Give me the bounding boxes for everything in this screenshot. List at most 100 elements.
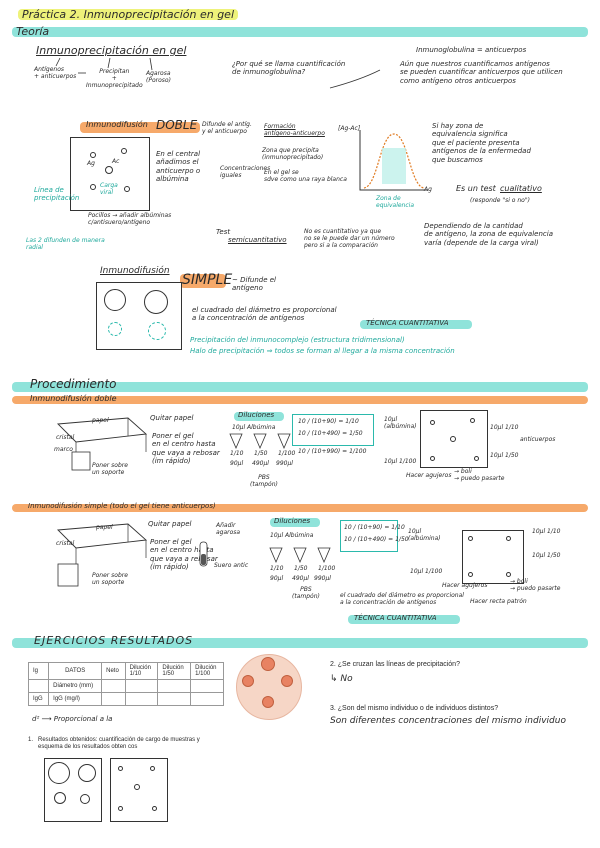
well-top-right <box>121 148 127 154</box>
difunde-antigeno-text: ~ Difunde el antígeno <box>232 276 276 293</box>
albumina-10-label: 10µl Albúmina <box>232 424 275 431</box>
halo-text: Halo de precipitación ⇒ todos se forman … <box>190 347 455 355</box>
simple-halo-4 <box>148 322 166 340</box>
poner-sobre-label: Poner sobre un soporte <box>92 462 128 476</box>
d2-label: 10µl 1/50 <box>490 452 519 459</box>
concentraciones-text: Concentraciones iguales <box>220 165 270 179</box>
well-ag <box>90 152 96 158</box>
q2-text: 2. ¿Se cruzan las líneas de precipitació… <box>330 661 460 669</box>
s-frac-2: 10 / (10+490) = 1/50 <box>344 536 409 543</box>
hacer-agujeros-label: Hacer agujeros <box>406 472 451 479</box>
s-frac-1: 10 / (10+90) = 1/10 <box>344 524 405 531</box>
dependiendo-text: Dependiendo de la cantidad de antígeno, … <box>424 222 553 247</box>
boli-label: → boli → puedo pasarte <box>454 468 504 482</box>
row-diam: Diámetro (mm) <box>49 680 102 693</box>
simple-word: SIMPLE <box>182 272 232 288</box>
simple-halo-2 <box>144 290 168 314</box>
a2-text: ↳ No <box>330 674 353 685</box>
pocillos-text: Pocillos → añadir albúminas c/antisuero/… <box>88 212 171 226</box>
s-amt-3: 990µl <box>314 575 331 582</box>
s-1-10: 10µl 1/10 <box>532 528 561 535</box>
well-bottom-left <box>90 184 96 190</box>
ex2-well-2 <box>150 766 155 771</box>
ex-halo-3 <box>54 792 66 804</box>
s-albumina2: 10µl (albúmina) <box>408 528 441 542</box>
ex2-well-4 <box>118 806 123 811</box>
albumina-10-label-b: 10µl (albúmina) <box>384 416 417 430</box>
col-d10: Dilución 1/10 <box>125 663 158 680</box>
agarosa-text: Agarosa (Poroso) <box>146 70 171 84</box>
well-center <box>105 166 113 174</box>
central-text: En el central añadimos el anticuerpo o a… <box>156 150 200 184</box>
s-amt-2: 490µl <box>292 575 309 582</box>
tecnica-cuant-text: TÉCNICA CUANTITATIVA <box>366 319 449 327</box>
anadir-agarosa-text: Añadir agarosa <box>216 522 240 536</box>
test-cual-text: Es un test <box>456 184 496 194</box>
cualitativo-text: cualitativo <box>500 184 542 194</box>
doble-result-well-3 <box>450 436 456 442</box>
d1-label: 10µl 1/10 <box>490 424 519 431</box>
section-bar-teoria <box>12 27 588 37</box>
tube-amt-3: 990µl <box>276 460 293 467</box>
ac-label: Ac <box>112 158 119 165</box>
s-result-well-2 <box>506 536 511 541</box>
ex2-well-1 <box>118 766 123 771</box>
s-tube-1: 1/10 <box>270 565 283 572</box>
a3-text: Son diferentes concentraciones del mismo… <box>330 716 566 727</box>
simple-label: Inmunodifusión <box>100 266 170 277</box>
test-tube-icon <box>198 540 210 570</box>
s-hacer-recta: Hacer recta patrón <box>470 598 527 605</box>
tube-2-label: 1/50 <box>254 450 267 457</box>
col-datos: DATOS <box>49 663 102 680</box>
s-cuadrado: el cuadrado del diámetro es proporcional… <box>340 592 464 606</box>
ag-axis-label: Ag <box>424 186 432 193</box>
tube-amt-2: 490µl <box>252 460 269 467</box>
carga-viral-label: Carga viral <box>100 182 118 196</box>
well-bottom-right <box>124 186 130 192</box>
quitar-papel-text-2: Quitar papel <box>148 520 191 528</box>
s-1-50: 10µl 1/50 <box>532 552 561 559</box>
pbs-label: PBS (tampón) <box>250 474 278 488</box>
marco-label: marco <box>54 446 73 453</box>
s-result-well-4 <box>506 572 511 577</box>
doble-result-well-4 <box>430 456 435 461</box>
diluciones2-label: Diluciones <box>274 517 310 525</box>
ag-label: Ag <box>87 160 95 167</box>
si-hay-text: Si hay zona de equivalencia significa qu… <box>432 122 531 164</box>
plate-photo-spot-3 <box>281 675 293 687</box>
en-gel-text: En el gel se sdve como una raya blanca <box>264 169 347 183</box>
s-hacer-agujeros: Hacer agujeros <box>442 582 487 589</box>
poner-gel-text: Poner el gel en el centro hasta que vaya… <box>152 432 220 466</box>
doble-word: DOBLE <box>156 118 197 132</box>
doble-result-well-1 <box>430 420 435 425</box>
antigenos-text: Antígenos + anticuerpos <box>34 66 76 80</box>
aun-que-text: Aún que nuestros cuantificamos antígenos… <box>400 60 563 85</box>
frac-3: 10 / (10+990) = 1/100 <box>298 448 366 455</box>
col-neto: Neto <box>102 663 125 680</box>
ex2-well-5 <box>152 806 157 811</box>
tube-1-label: 1/10 <box>230 450 243 457</box>
responde-text: (responde "si o no") <box>470 197 530 204</box>
s-tube-3: 1/100 <box>318 565 335 572</box>
col-d100: Dilución 1/100 <box>191 663 224 680</box>
row-igg: IgG <box>29 693 49 706</box>
cuadrado-text: el cuadrado del diámetro es proporcional… <box>192 306 337 323</box>
suero-anti-text: Suero antic <box>214 562 248 569</box>
semicuant-text: semicuantitativo <box>228 236 287 244</box>
s-pbs: PBS (tampón) <box>292 586 320 600</box>
cristal-label: cristal <box>56 434 74 441</box>
quitar-papel-text: Quitar papel <box>150 414 193 422</box>
ex2-well-3 <box>134 784 140 790</box>
doble-proc-title: Inmunodifusión doble <box>30 394 117 404</box>
frac-2: 10 / (10+490) = 1/50 <box>298 430 363 437</box>
poner-sobre-label-2: Poner sobre un soporte <box>92 572 128 586</box>
inmuno-gel-heading: Inmunoprecipitación en gel <box>36 44 186 57</box>
s-amt-1: 90µl <box>270 575 283 582</box>
papel-label: papel <box>92 417 109 424</box>
doble-result-well-5 <box>474 456 479 461</box>
linea-prec-text: Línea de precipitación <box>34 186 79 203</box>
tecnica-cuant2-text: TÉCNICA CUANTITATIVA <box>354 614 437 622</box>
q3-text: 3. ¿Son del mismo individuo o de individ… <box>330 705 498 713</box>
ex-halo-1 <box>48 762 70 784</box>
precipitan-text: Precipitan + Inmunoprecipitado <box>86 68 143 90</box>
